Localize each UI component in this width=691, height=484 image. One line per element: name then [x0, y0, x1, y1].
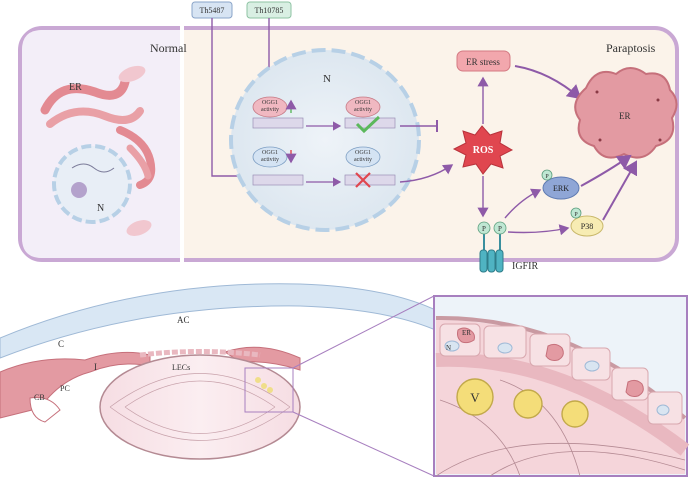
vacuole-large [456, 378, 494, 416]
cross-icon [355, 172, 371, 188]
igfir-label: IGFIR [512, 261, 538, 272]
swollen-er: ER [574, 67, 678, 159]
ac-label: AC [177, 315, 190, 325]
zoom-er [457, 327, 475, 344]
erk-label: ERK [553, 184, 569, 193]
i-label: I [94, 362, 97, 372]
igfir-p1: P [482, 225, 486, 233]
normal-nucleus [52, 144, 132, 224]
ogg1-up-result-badge [345, 96, 381, 118]
cornea [0, 283, 471, 359]
vacuole-label: V [470, 390, 480, 405]
p38-node: P38 P [570, 207, 604, 237]
zoom-nucleus [444, 340, 460, 352]
check-icon [355, 115, 381, 134]
ros-label: ROS [473, 145, 494, 156]
er-stack [40, 77, 130, 115]
c-label: C [58, 339, 64, 349]
erk-node: ERK P [541, 169, 580, 200]
lens-body [99, 354, 301, 460]
zoom-er-label: ER [462, 329, 471, 337]
cb-label: CB [34, 393, 45, 402]
drug-th5487-label: Th5487 [200, 6, 225, 15]
dna-unrepaired [344, 174, 396, 186]
lens-diagram: AC C I PC CB LECs [0, 283, 471, 460]
zoom-box [244, 367, 294, 413]
swollen-er-label: ER [619, 111, 631, 121]
zoom-n-label: N [446, 344, 451, 352]
erk-p-label: P [545, 174, 549, 180]
lens-epithelial-cells [139, 349, 261, 358]
p38-label: P38 [581, 222, 593, 231]
drug-boxes: Th5487 Th10785 [191, 1, 292, 182]
ros-burst: ROS [452, 125, 514, 175]
er-label: ER [69, 82, 82, 93]
normal-cell: Normal ER N [40, 41, 187, 236]
dna-damaged [252, 174, 304, 186]
pc-label: PC [60, 384, 70, 393]
zoom-panel: N ER V [433, 295, 690, 477]
nucleolus [71, 182, 87, 198]
igfir-p2: P [498, 225, 502, 233]
lecs-label: LECs [172, 363, 190, 372]
vacuole-3 [561, 400, 589, 428]
ogg1-down-result-badge [345, 146, 381, 168]
er-stress-box: ER stress [456, 50, 511, 72]
vacuole-2 [513, 389, 543, 419]
nucleus-label: N [97, 203, 104, 214]
mitochondrion-2 [126, 220, 152, 236]
er-stress-label: ER stress [466, 57, 500, 67]
p38-p-label: P [574, 212, 578, 218]
drug-th10785-label: Th10785 [255, 6, 284, 15]
dna-repaired [344, 117, 396, 129]
mitochondrion [118, 65, 146, 83]
n-label: N [323, 73, 331, 85]
igfir-receptor: P P IGFIR [477, 221, 538, 273]
normal-label: Normal [150, 41, 187, 55]
dna-up [252, 117, 304, 129]
paraptosis-label: Paraptosis [606, 41, 656, 55]
